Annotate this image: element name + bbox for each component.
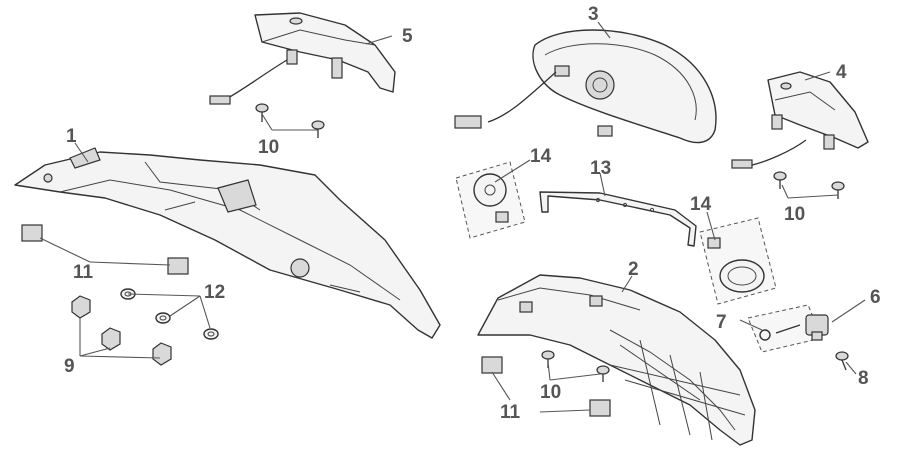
part-3-tail-light [454, 29, 717, 144]
callout-4: 4 [836, 62, 847, 83]
callout-10-upper: 10 [258, 137, 279, 158]
part-10-screws-right [773, 171, 845, 199]
callout-10-lower: 10 [540, 382, 561, 403]
part-13-bracket [539, 191, 697, 247]
part-6-license-light [747, 304, 829, 353]
callout-7: 7 [716, 312, 727, 333]
callout-10-right: 10 [784, 204, 805, 225]
callout-12: 12 [204, 282, 225, 303]
callout-9: 9 [64, 356, 75, 377]
callout-11-left: 11 [73, 262, 94, 283]
part-10-screws-upper [255, 103, 325, 138]
part-5-tail-cover [209, 12, 396, 105]
callout-3: 3 [588, 4, 599, 25]
part-10-screws-lower [541, 350, 610, 382]
callout-6: 6 [870, 287, 881, 308]
leader-lines [39, 21, 866, 413]
part-8-screw [835, 351, 849, 371]
callout-11-lower: 11 [500, 402, 521, 423]
callout-13: 13 [590, 158, 611, 179]
callout-1: 1 [66, 126, 77, 147]
part-9-nuts [71, 295, 172, 366]
callout-2: 2 [628, 259, 639, 280]
callout-8: 8 [858, 368, 869, 389]
part-11-clips-left [21, 224, 189, 275]
part-4-side-cover [731, 71, 869, 169]
callout-14-right: 14 [690, 194, 712, 215]
callout-14-left: 14 [530, 146, 552, 167]
callout-5: 5 [402, 26, 413, 47]
part-14-reflector-right [699, 217, 777, 305]
part-14-reflector-left [455, 161, 526, 239]
part-2-mudguard [477, 274, 756, 446]
callout-labels: 5 3 4 1 10 14 13 14 10 11 12 9 2 6 7 8 1… [64, 4, 881, 423]
